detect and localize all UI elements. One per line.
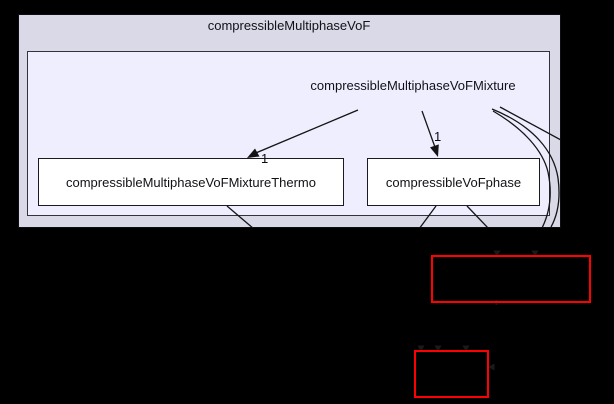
edge-multiplicity-vofphase: 1 xyxy=(434,129,442,144)
external-directory-node-large[interactable] xyxy=(431,255,591,303)
node-label: compressibleMultiphaseVoFMixtureThermo xyxy=(66,174,316,190)
node-compressible-multiphase-vof-mixture-thermo[interactable]: compressibleMultiphaseVoFMixtureThermo xyxy=(38,158,344,206)
edge-multiplicity-thermo: 1 xyxy=(261,151,269,166)
node-compressible-vofphase[interactable]: compressibleVoFphase xyxy=(367,158,540,206)
node-label: compressibleVoFphase xyxy=(385,174,522,190)
external-directory-node-small[interactable] xyxy=(414,350,489,398)
outer-cluster-label[interactable]: compressibleMultiphaseVoF xyxy=(207,18,371,33)
inner-cluster-label[interactable]: compressibleMultiphaseVoFMixture xyxy=(310,78,516,93)
